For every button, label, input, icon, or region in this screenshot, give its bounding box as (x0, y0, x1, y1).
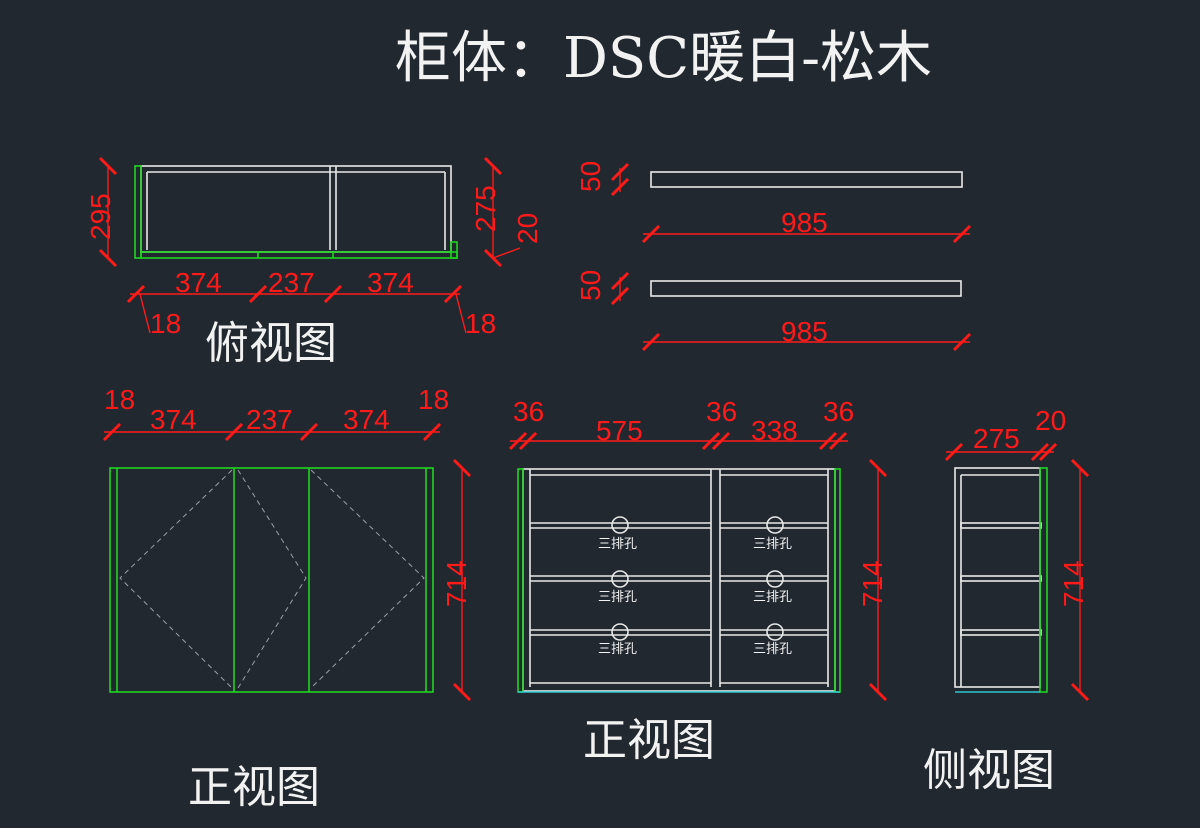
front-view-inner-label: 正视图 (583, 715, 715, 766)
dim-w2: 338 (751, 415, 798, 446)
dim-s2: 36 (706, 396, 737, 427)
dim-inner-depth: 275 (470, 185, 501, 232)
front-view-doors: 18 374 237 374 18 714 正视图 (102, 384, 472, 813)
dim-w3: 374 (343, 404, 390, 435)
dim-door: 20 (1035, 405, 1066, 436)
panel-views: 50 985 50 985 (575, 161, 972, 352)
dim-height: 714 (857, 560, 888, 607)
front-view-inner: 三排孔 三排孔 三排孔 三排孔 三排孔 三排孔 36 575 36 338 36… (508, 396, 888, 766)
drawing-title: 柜体：DSC暖白-松木 (395, 26, 932, 91)
top-view-label: 俯视图 (205, 318, 337, 369)
side-view: 275 20 714 侧视图 (923, 405, 1090, 796)
dim-height: 714 (1058, 560, 1089, 607)
front-view-doors-label: 正视图 (188, 762, 320, 813)
dim-height: 714 (441, 560, 472, 607)
hole-icon (611, 570, 629, 588)
dim-s3: 36 (823, 396, 854, 427)
hole-icon (611, 623, 629, 641)
panel-2-height: 50 (575, 270, 606, 301)
hole-label: 三排孔 (598, 642, 637, 657)
dim-w2: 237 (246, 404, 293, 435)
dim-side-left: 18 (104, 384, 135, 415)
dim-front: 20 (512, 213, 543, 244)
dim-side-right: 18 (418, 384, 449, 415)
hole-icon (766, 623, 784, 641)
hole-icon (611, 516, 629, 534)
panel-1-height: 50 (575, 161, 606, 192)
hole-icon (766, 570, 784, 588)
hole-label: 三排孔 (598, 590, 637, 605)
dim-w1: 575 (596, 415, 643, 446)
dim-w2: 237 (268, 267, 315, 298)
dim-w3: 374 (367, 267, 414, 298)
hole-icon (766, 516, 784, 534)
hole-label: 三排孔 (598, 537, 637, 552)
dim-w1: 374 (175, 267, 222, 298)
dim-side-left: 18 (150, 308, 181, 339)
hole-label: 三排孔 (753, 642, 792, 657)
top-view: 295 275 20 374 237 374 18 18 俯视图 (85, 156, 543, 369)
dim-s1: 36 (513, 396, 544, 427)
panel-1-length: 985 (781, 207, 828, 238)
hole-label: 三排孔 (753, 590, 792, 605)
dim-side-right: 18 (465, 308, 496, 339)
dim-depth: 275 (973, 423, 1020, 454)
panel-2-length: 985 (781, 316, 828, 347)
dim-w1: 374 (150, 404, 197, 435)
hole-label: 三排孔 (753, 537, 792, 552)
side-view-label: 侧视图 (923, 745, 1055, 796)
dim-depth: 295 (85, 193, 116, 240)
